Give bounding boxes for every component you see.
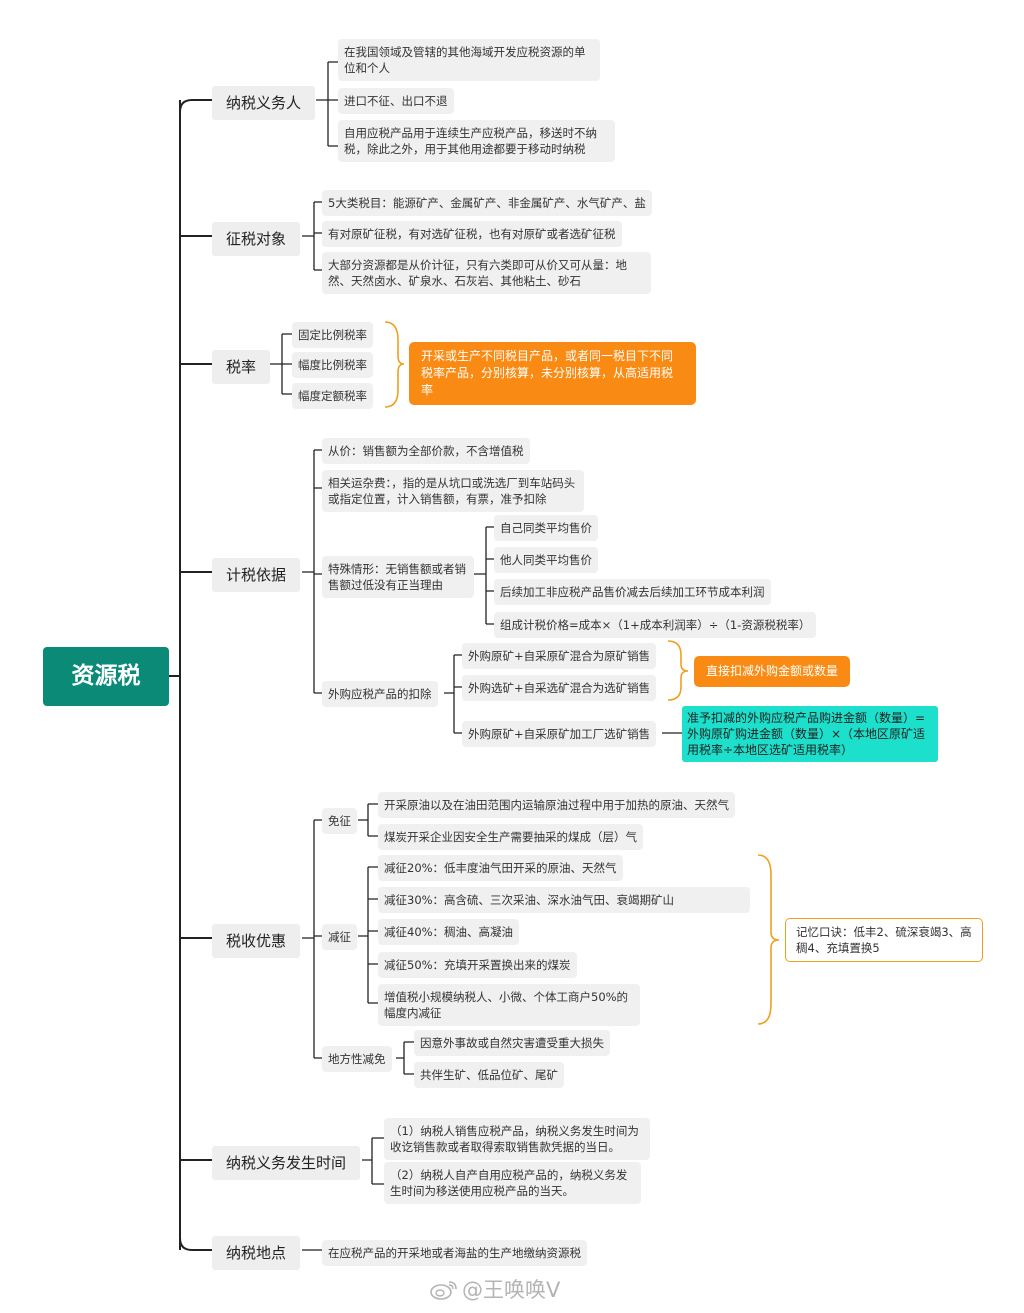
special-item-2[interactable]: 他人同类平均售价 (494, 547, 598, 573)
reduce-mnemonic[interactable]: 记忆口诀：低丰2、硫深衰竭3、高稠4、充填置换5 (785, 918, 983, 962)
reduce-item-4[interactable]: 减征50%：充填开采置换出来的煤炭 (378, 952, 577, 978)
object-item-2[interactable]: 有对原矿征税，有对选矿征税，也有对原矿或者选矿征税 (322, 221, 622, 247)
pref-reduce[interactable]: 减征 (322, 924, 357, 950)
local-item-2[interactable]: 共伴生矿、低品位矿、尾矿 (414, 1062, 564, 1088)
deduction-item-2[interactable]: 外购选矿+自采选矿混合为选矿销售 (462, 675, 657, 701)
object-item-1[interactable]: 5大类税目：能源矿产、金属矿产、非金属矿产、水气矿产、盐 (322, 190, 652, 216)
reduce-item-3[interactable]: 减征40%：稠油、高凝油 (378, 919, 520, 945)
weibo-logo-icon (430, 1281, 457, 1300)
reduce-item-1[interactable]: 减征20%：低丰度油气田开采的原油、天然气 (378, 855, 623, 881)
basis-freight[interactable]: 相关运杂费：，指的是从坑口或洗选厂到车站码头或指定位置，计入销售额，有票，准予扣… (322, 470, 584, 512)
exempt-item-1[interactable]: 开采原油以及在油田范围内运输原油过程中用于加热的原油、天然气 (378, 792, 735, 818)
deduction-note-2[interactable]: 准予扣减的外购应税产品购进金额（数量）=外购原矿购进金额（数量）×（本地区原矿适… (682, 706, 938, 762)
basis-ad-valorem[interactable]: 从价：销售额为全部价款，不含增值税 (322, 438, 530, 464)
reduce-item-5[interactable]: 增值税小规模纳税人、小微、个体工商户50%的幅度内减征 (378, 984, 640, 1026)
object-item-3[interactable]: 大部分资源都是从价计征，只有六类即可从价又可从量：地然、天然卤水、矿泉水、石灰岩… (322, 252, 651, 294)
branch-taxpayer[interactable]: 纳税义务人 (212, 86, 316, 120)
local-item-1[interactable]: 因意外事故或自然灾害遭受重大损失 (414, 1030, 610, 1056)
rate-range-ratio[interactable]: 幅度比例税率 (292, 352, 373, 378)
exempt-item-2[interactable]: 煤炭开采企业因安全生产需要抽采的煤成（层）气 (378, 824, 643, 850)
taxpayer-item-3[interactable]: 自用应税产品用于连续生产应税产品，移送时不纳税，除此之外，用于其他用途都要于移动… (338, 120, 615, 162)
special-item-1[interactable]: 自己同类平均售价 (494, 515, 598, 541)
branch-place[interactable]: 纳税地点 (212, 1236, 301, 1270)
special-item-4[interactable]: 组成计税价格=成本×（1+成本利润率）÷（1-资源税税率） (494, 612, 817, 638)
branch-basis[interactable]: 计税依据 (212, 558, 301, 592)
watermark-text: @王唤唤V (462, 1278, 561, 1302)
pref-local[interactable]: 地方性减免 (322, 1046, 392, 1072)
pref-exempt[interactable]: 免征 (322, 808, 357, 834)
branch-rate[interactable]: 税率 (212, 350, 271, 384)
time-item-1[interactable]: （1）纳税人销售应税产品，纳税义务发生时间为收讫销售款或者取得索取销售款凭据的当… (384, 1118, 650, 1160)
taxpayer-item-2[interactable]: 进口不征、出口不退 (338, 88, 454, 114)
basis-special[interactable]: 特殊情形：无销售额或者销售额过低没有正当理由 (322, 556, 474, 598)
branch-object[interactable]: 征税对象 (212, 222, 301, 256)
deduction-note-1[interactable]: 直接扣减外购金额或数量 (694, 656, 851, 687)
taxpayer-item-1[interactable]: 在我国领域及管辖的其他海域开发应税资源的单位和个人 (338, 39, 600, 81)
reduce-item-2[interactable]: 减征30%：高含硫、三次采油、深水油气田、衰竭期矿山 (378, 887, 750, 913)
branch-preference[interactable]: 税收优惠 (212, 924, 301, 958)
root-node[interactable]: 资源税 (43, 647, 169, 706)
rate-note[interactable]: 开采或生产不同税目产品，或者同一税目下不同税率产品，分别核算，未分别核算，从高适… (409, 342, 696, 405)
time-item-2[interactable]: （2）纳税人自产自用应税产品的，纳税义务发生时间为移送使用应税产品的当天。 (384, 1162, 641, 1204)
branch-time[interactable]: 纳税义务发生时间 (212, 1146, 361, 1180)
deduction-item-1[interactable]: 外购原矿+自采原矿混合为原矿销售 (462, 643, 657, 669)
watermark: @王唤唤V (430, 1274, 560, 1304)
deduction-item-3[interactable]: 外购原矿+自采原矿加工厂选矿销售 (462, 721, 657, 747)
place-item-1[interactable]: 在应税产品的开采地或者海盐的生产地缴纳资源税 (322, 1240, 587, 1266)
basis-deduction[interactable]: 外购应税产品的扣除 (322, 681, 438, 707)
rate-fixed[interactable]: 固定比例税率 (292, 322, 373, 348)
special-item-3[interactable]: 后续加工非应税产品售价减去后续加工环节成本利润 (494, 579, 771, 605)
rate-range-amount[interactable]: 幅度定额税率 (292, 383, 373, 409)
